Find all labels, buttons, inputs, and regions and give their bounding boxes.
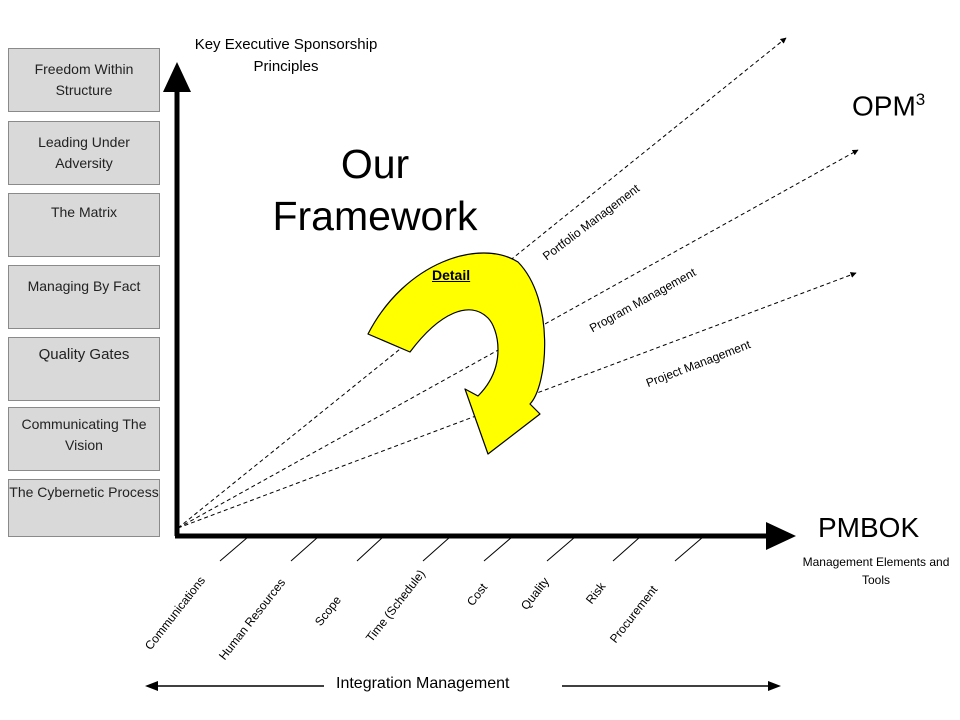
principle-label: Communicating The Vision xyxy=(21,416,147,453)
principle-label: The Cybernetic Process xyxy=(9,484,159,500)
principle-box-quality-gates: Quality Gates xyxy=(8,337,160,401)
principle-box-vision: Communicating The Vision xyxy=(8,407,160,471)
principle-label: Managing By Fact xyxy=(27,278,141,294)
principle-label: The Matrix xyxy=(50,204,118,220)
principle-label: Quality Gates xyxy=(38,346,130,363)
project-line xyxy=(177,272,857,529)
y-axis xyxy=(163,62,191,536)
opm-label: OPM3 xyxy=(852,90,926,122)
integration-label: Integration Management xyxy=(336,675,510,692)
knowledge-area-ticks xyxy=(219,536,704,562)
principle-box-fact: Managing By Fact xyxy=(8,265,160,329)
x-axis xyxy=(175,522,796,550)
opm-superscript: 3 xyxy=(915,90,926,109)
principle-label: Leading Under Adversity xyxy=(38,134,130,171)
x-axis-title: PMBOK xyxy=(818,512,920,543)
framework-title: Our Framework xyxy=(272,141,478,239)
detail-arrow xyxy=(367,252,546,455)
principle-label: Freedom Within Structure xyxy=(34,61,134,98)
y-axis-label: Key Executive Sponsorship Principles xyxy=(194,36,378,75)
principle-box-matrix: The Matrix xyxy=(8,193,160,257)
detail-label: Detail xyxy=(432,267,471,283)
x-axis-subtitle: Management Elements and Tools xyxy=(802,555,950,587)
principle-box-leading: Leading Under Adversity xyxy=(8,121,160,185)
principle-box-cybernetic: The Cybernetic Process xyxy=(8,479,160,537)
principle-box-freedom: Freedom Within Structure xyxy=(8,48,160,112)
integration-arrow xyxy=(145,681,781,691)
